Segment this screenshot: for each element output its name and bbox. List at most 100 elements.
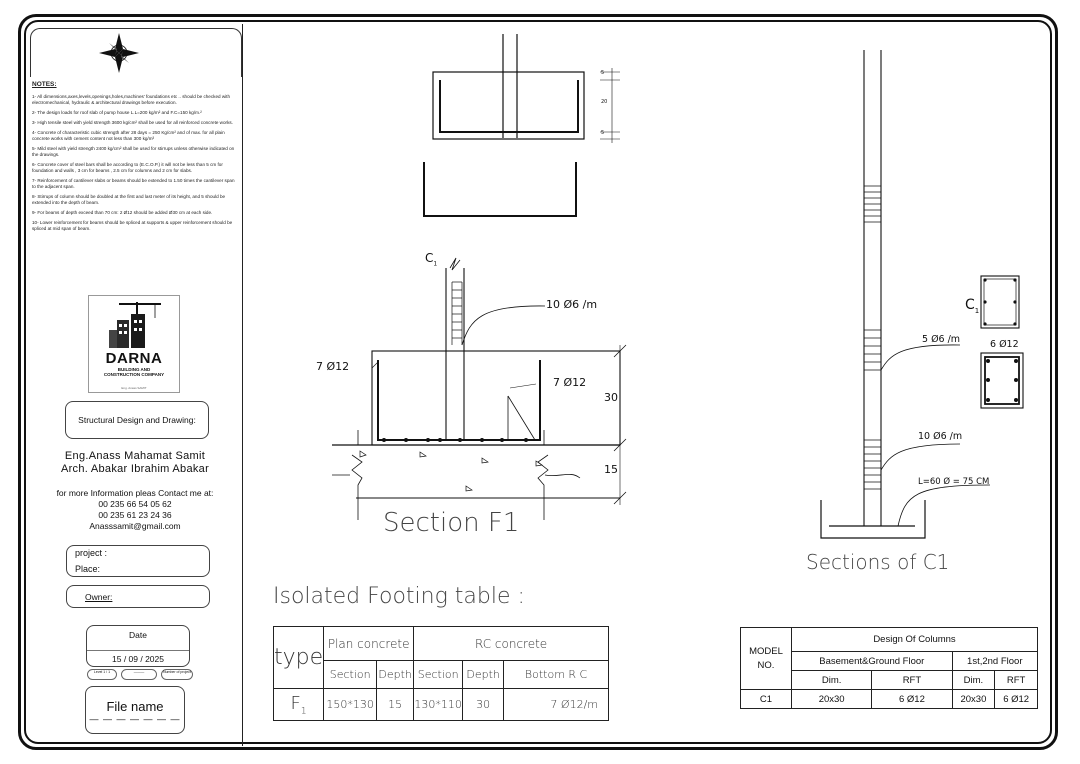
column-label: C1 — [425, 251, 437, 267]
c1-section-label: C1 — [965, 297, 979, 315]
subheader-cell: Dim. — [790, 670, 873, 690]
table-cell: 30 — [462, 688, 505, 721]
subheader-cell: Depth — [376, 660, 415, 689]
dim-30: 30 — [604, 391, 618, 404]
subheader-cell: RFT — [871, 670, 953, 690]
table-cell: 20x30 — [951, 689, 996, 709]
company-logo: DARNA BUILDING AND CONSTRUCTION COMPANY … — [88, 295, 180, 393]
note-item: 4- Concrete of characteristic cubic stre… — [32, 130, 225, 141]
mini-box: ——— — [121, 669, 157, 680]
architect-name: Arch. Abakar Ibrahim Abakar — [60, 463, 210, 475]
subheader-cell: Depth — [462, 660, 505, 689]
note-item: 10- Lower reinforcement for beams should… — [32, 220, 233, 231]
file-name-dashes: — — — — — — — — [89, 714, 181, 724]
note-item: 3- High tensile steel with yield strengt… — [32, 120, 233, 125]
columns-table-title: Design Of Columns — [791, 627, 1038, 652]
email: Anasssamit@gmail.com — [89, 521, 181, 531]
owner-label: Owner: — [85, 592, 113, 602]
note-item: 6- Concrete cover of steel bars shall be… — [32, 162, 223, 173]
notes-title: NOTES: — [32, 81, 57, 88]
columns-table: MODEL NO. Design Of Columns Basement&Gro… — [740, 627, 1039, 709]
phone-number: 00 235 61 23 24 36 — [98, 510, 172, 520]
note-item: 2- The design loads for roof slab of pum… — [32, 110, 202, 115]
design-label-box: Structural Design and Drawing: — [65, 401, 209, 439]
phone-number: 00 235 66 54 05 62 — [98, 499, 172, 509]
general-notes: NOTES: 1- All dimensions,axes,levels,ope… — [32, 81, 237, 236]
dim-label: 20 — [601, 99, 608, 105]
rc-concrete-header: RC concrete — [413, 626, 609, 661]
subheader-cell: Section — [323, 660, 378, 689]
table-cell: 130*110 — [413, 688, 464, 721]
type-header: type — [272, 626, 325, 689]
subheader-cell: Dim. — [951, 670, 996, 690]
subheader-cell: RFT — [994, 670, 1038, 690]
compass-rose-icon — [99, 33, 139, 73]
sections-c1-title: Sections of C1 — [806, 550, 950, 574]
drawing-frame-inner — [24, 20, 1052, 744]
contact-info: for more Information pleas Contact me at… — [40, 488, 230, 532]
stirrup-label: 10 Ø6 /m — [546, 298, 598, 311]
c1-bars-label: 6 Ø12 — [990, 339, 1019, 350]
subheader-cell: Section — [413, 660, 464, 689]
note-item: 1- All dimensions,axes,levels,openings,h… — [32, 94, 231, 105]
title-block-sidebar — [26, 24, 243, 746]
file-name-label: File name — [106, 699, 164, 714]
level-mini-box: Level 1 / 1 — [87, 669, 117, 680]
table-cell: 6 Ø12 — [871, 689, 953, 709]
logo-subtitle: BUILDING AND CONSTRUCTION COMPANY — [89, 367, 179, 377]
engineer-name: Eng.Anass Mahamat Samit — [64, 450, 206, 462]
dim-label: 5 — [601, 130, 605, 136]
c1-label-main: C — [965, 297, 975, 313]
date-label: Date — [129, 630, 147, 640]
table-cell: 6 Ø12 — [994, 689, 1038, 709]
place-label: Place: — [75, 564, 101, 574]
type-value: F — [290, 692, 301, 714]
table-cell: 15 — [376, 688, 415, 721]
note-item: 5- Mild steel with yield strength 2400 k… — [32, 146, 235, 157]
section-f1-title: Section F1 — [383, 508, 520, 538]
north-arrow-box — [30, 28, 242, 77]
type-sub: 1 — [300, 706, 307, 717]
file-name-box: File name — — — — — — — — [85, 686, 185, 734]
plan-concrete-header: Plan concrete — [323, 626, 415, 661]
column-label-sub: 1 — [433, 260, 438, 268]
column-label-main: C — [425, 251, 434, 265]
project-label: project : — [75, 548, 108, 558]
bar-label-left: 7 Ø12 — [316, 360, 350, 373]
model-header: MODEL NO. — [740, 627, 792, 690]
footing-table: type Plan concrete RC concrete Section D… — [272, 626, 609, 721]
table-cell: 20x30 — [790, 689, 873, 709]
bar-label-right: 7 Ø12 — [553, 376, 587, 389]
logo-name: DARNA — [105, 350, 163, 367]
logo-footer: Eng. Anass SAMIT — [121, 386, 147, 390]
table-row: F1 150*130 15 130*110 30 7 Ø12/m — [272, 688, 609, 721]
project-box: project : Place: — [66, 545, 210, 577]
logo-sub-line: BUILDING AND — [117, 367, 151, 372]
drawing-frame-outer — [18, 14, 1058, 750]
logo-sub-line: CONSTRUCTION COMPANY — [103, 372, 165, 377]
stirrup-label-5: 5 Ø6 /m — [922, 334, 961, 345]
type-cell: F1 — [272, 688, 325, 721]
owner-box: Owner: — [66, 585, 210, 608]
dim-label: 5 — [601, 70, 605, 76]
subheader-cell: Bottom R C — [503, 660, 609, 689]
note-item: 7- Reinforcement of cantilever slabs or … — [32, 178, 235, 189]
project-number-mini-box: Number of project — [161, 669, 193, 680]
table-cell: 7 Ø12/m — [503, 688, 609, 721]
stirrup-label-10: 10 Ø6 /m — [918, 431, 963, 442]
date-value: 15 / 09 / 2025 — [87, 650, 189, 664]
footing-table-title: Isolated Footing table : — [273, 584, 525, 609]
table-cell: 150*130 — [323, 688, 378, 721]
engineers: Eng.Anass Mahamat Samit Arch. Abakar Ibr… — [40, 450, 230, 476]
table-cell: C1 — [740, 689, 792, 709]
note-item: 9- For beams of depth exceed than 70 cm:… — [32, 210, 213, 215]
group-header: Basement&Ground Floor — [791, 651, 953, 671]
dim-15: 15 — [604, 463, 618, 476]
contact-intro: for more Information pleas Contact me at… — [56, 488, 214, 498]
c1-label-sub: 1 — [974, 306, 980, 315]
group-header: 1st,2nd Floor — [951, 651, 1039, 671]
date-box: Date 15 / 09 / 2025 — [86, 625, 190, 667]
table-row: C1 20x30 6 Ø12 20x30 6 Ø12 — [740, 689, 1038, 709]
crane-building-icon — [109, 302, 161, 348]
lap-length-label: L=60 Ø = 75 CM — [918, 477, 990, 487]
